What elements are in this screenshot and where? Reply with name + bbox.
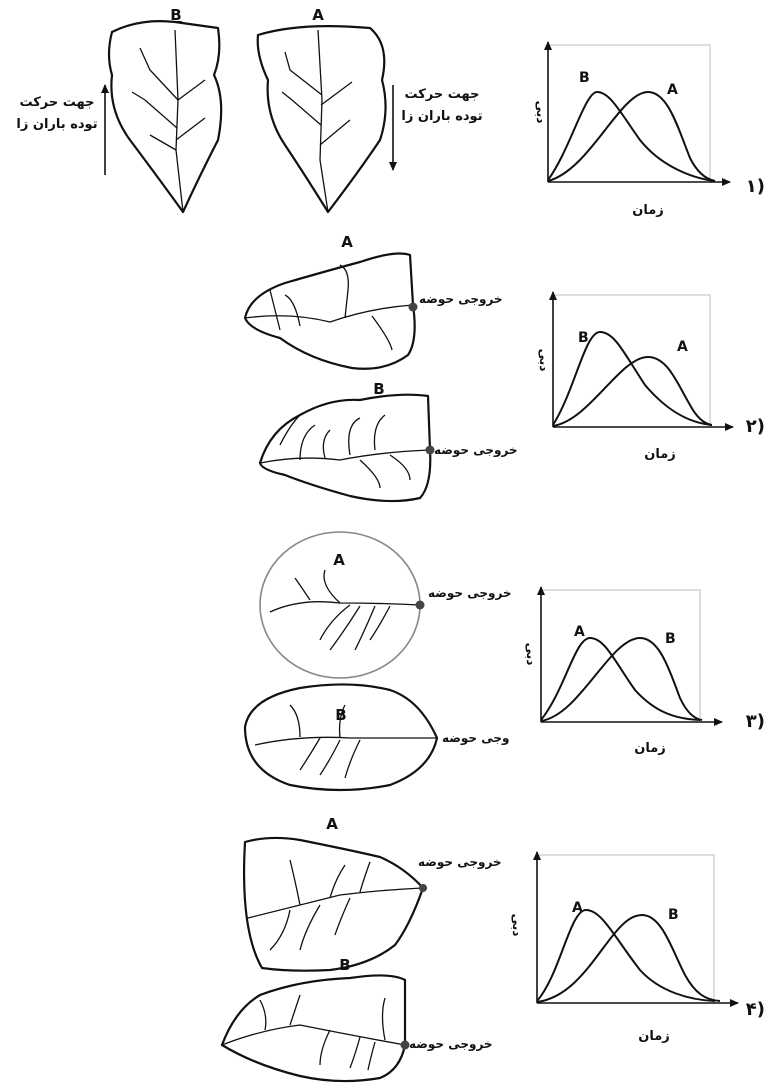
hydrograph-3-ylabel: دبی — [524, 643, 538, 666]
basin-a-option-4: A خروجی حوضه — [242, 815, 502, 972]
basin-a-option-3: A خروجی حوضه — [259, 531, 512, 679]
hydrograph-1-curve-a — [547, 90, 716, 182]
hydrograph-option-3: A B دبی زمان — [524, 586, 723, 756]
hydrograph-2-curve-a — [552, 355, 713, 427]
basin-label-b-option-4: B — [339, 956, 350, 974]
basin-a-option-2: A خروجی حوضه — [243, 233, 503, 370]
hydrograph-2-label-a: A — [677, 339, 688, 355]
storm-direction-right-line1: جهت حرکت — [404, 87, 479, 102]
basin-b-option-2: B خروجی حوضه — [258, 380, 518, 503]
option-label-2: ۲) — [746, 416, 765, 437]
hydrograph-option-2: B A دبی زمان — [537, 291, 734, 462]
hydrograph-3-label-b: B — [665, 631, 676, 647]
basin-label-a-option-3: A — [333, 551, 345, 569]
basin-label-b-option-2: B — [373, 380, 384, 398]
hydrograph-4-ylabel: دبی — [510, 914, 524, 937]
hydrograph-option-1: B A دبی زمان — [534, 41, 731, 218]
hydrograph-option-4: A B دبی زمان — [510, 851, 739, 1044]
option-2: A خروجی حوضه B خروجی حوضه B A دبی — [243, 233, 765, 503]
outlet-label-a-option-3: خروجی حوضه — [428, 586, 512, 601]
storm-direction-left-line2: توده باران زا — [16, 117, 97, 132]
hydrograph-2-label-b: B — [578, 330, 589, 346]
hydrograph-1-ylabel: دبی — [534, 101, 548, 124]
basin-label-b: B — [170, 6, 181, 24]
hydrograph-1-label-a: A — [667, 82, 678, 98]
option-label-1: ۱) — [746, 176, 765, 197]
basin-b-option-4: B خروجی حوضه — [220, 956, 493, 1083]
option-1: B A جهت حرکت توده باران زا جهت حرکت توده… — [16, 6, 765, 218]
hydrograph-1-xlabel: زمان — [632, 203, 664, 218]
storm-direction-right-line2: توده باران زا — [401, 109, 482, 124]
hydrograph-4-curve-a — [536, 908, 716, 1002]
outlet-label-b-option-3: وجی حوضه — [442, 731, 509, 746]
hydrograph-4-curve-b — [536, 913, 721, 1003]
option-label-4: ۴) — [746, 999, 765, 1020]
hydrograph-3-curve-a — [540, 636, 701, 721]
storm-direction-left-line1: جهت حرکت — [19, 95, 94, 110]
basin-b-option-3: B وجی حوضه — [243, 683, 509, 792]
hydrograph-3-xlabel: زمان — [634, 741, 666, 756]
hydrograph-1-label-b: B — [579, 70, 590, 86]
basin-label-a-option-2: A — [341, 233, 353, 251]
basin-a-option-1: A — [256, 6, 387, 214]
hydrograph-3-curve-b — [540, 636, 703, 722]
option-4: A خروجی حوضه B خروجی حوضه A B دبی زمان — [220, 815, 765, 1083]
outlet-label-b-option-4: خروجی حوضه — [409, 1037, 493, 1052]
hydrograph-4-xlabel: زمان — [638, 1029, 670, 1044]
option-label-3: ۳) — [746, 711, 765, 732]
basin-b-option-1: B — [107, 6, 223, 214]
hydrograph-2-curve-b — [552, 330, 713, 426]
hydrograph-1-curve-b — [547, 90, 716, 182]
basin-label-b-option-3: B — [335, 706, 346, 724]
outlet-label-a-option-4: خروجی حوضه — [418, 855, 502, 870]
hydrograph-2-xlabel: زمان — [644, 447, 676, 462]
outlet-label-b-option-2: خروجی حوضه — [434, 443, 518, 458]
hydrograph-4-label-a: A — [572, 900, 583, 916]
hydrograph-4-label-b: B — [668, 907, 679, 923]
option-3: A خروجی حوضه B وجی حوضه A B دبی زمان ۳) — [243, 531, 765, 792]
hydrograph-3-label-a: A — [574, 624, 585, 640]
basin-label-a: A — [312, 6, 324, 24]
hydrograph-2-ylabel: دبی — [537, 349, 551, 372]
outlet-label-a-option-2: خروجی حوضه — [419, 292, 503, 307]
basin-label-a-option-4: A — [326, 815, 338, 833]
